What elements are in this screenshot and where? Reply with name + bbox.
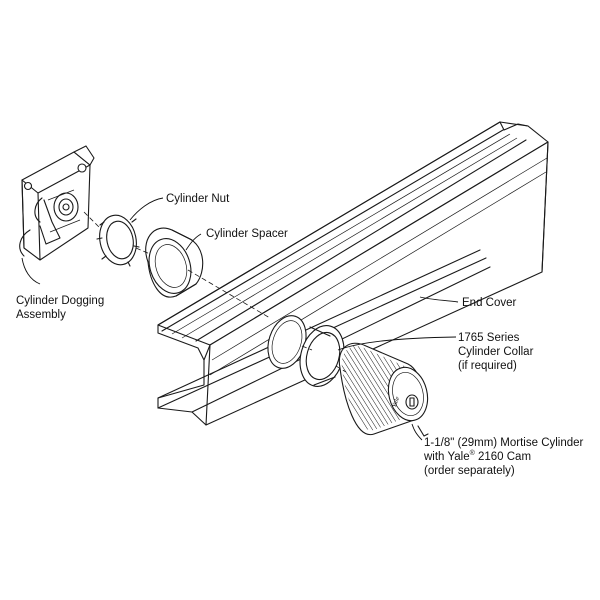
cylinder-spacer: [145, 227, 204, 298]
end-cover-extrusion: [157, 121, 549, 426]
cylinder-dogging-assembly: [19, 145, 95, 261]
assembly-axis-lines: [83, 211, 347, 373]
label-cylinder-nut: Cylinder Nut: [166, 193, 230, 205]
cylinder-collar: [299, 325, 345, 387]
label-cylinder-collar: 1765 Series Cylinder Collar (if required…: [458, 332, 534, 372]
mortise-cylinder: Yale: [338, 342, 429, 437]
yale-brand-mark: Yale: [391, 396, 401, 409]
label-cylinder-spacer: Cylinder Spacer: [206, 228, 288, 240]
label-cylinder-dogging-assembly: Cylinder Dogging Assembly: [16, 295, 105, 321]
label-end-cover: End Cover: [462, 297, 517, 309]
leader-lines: [21, 197, 459, 441]
cylinder-nut: [96, 214, 140, 267]
label-mortise-cylinder: 1-1/8" (29mm) Mortise Cylinder with Yale…: [424, 437, 584, 477]
